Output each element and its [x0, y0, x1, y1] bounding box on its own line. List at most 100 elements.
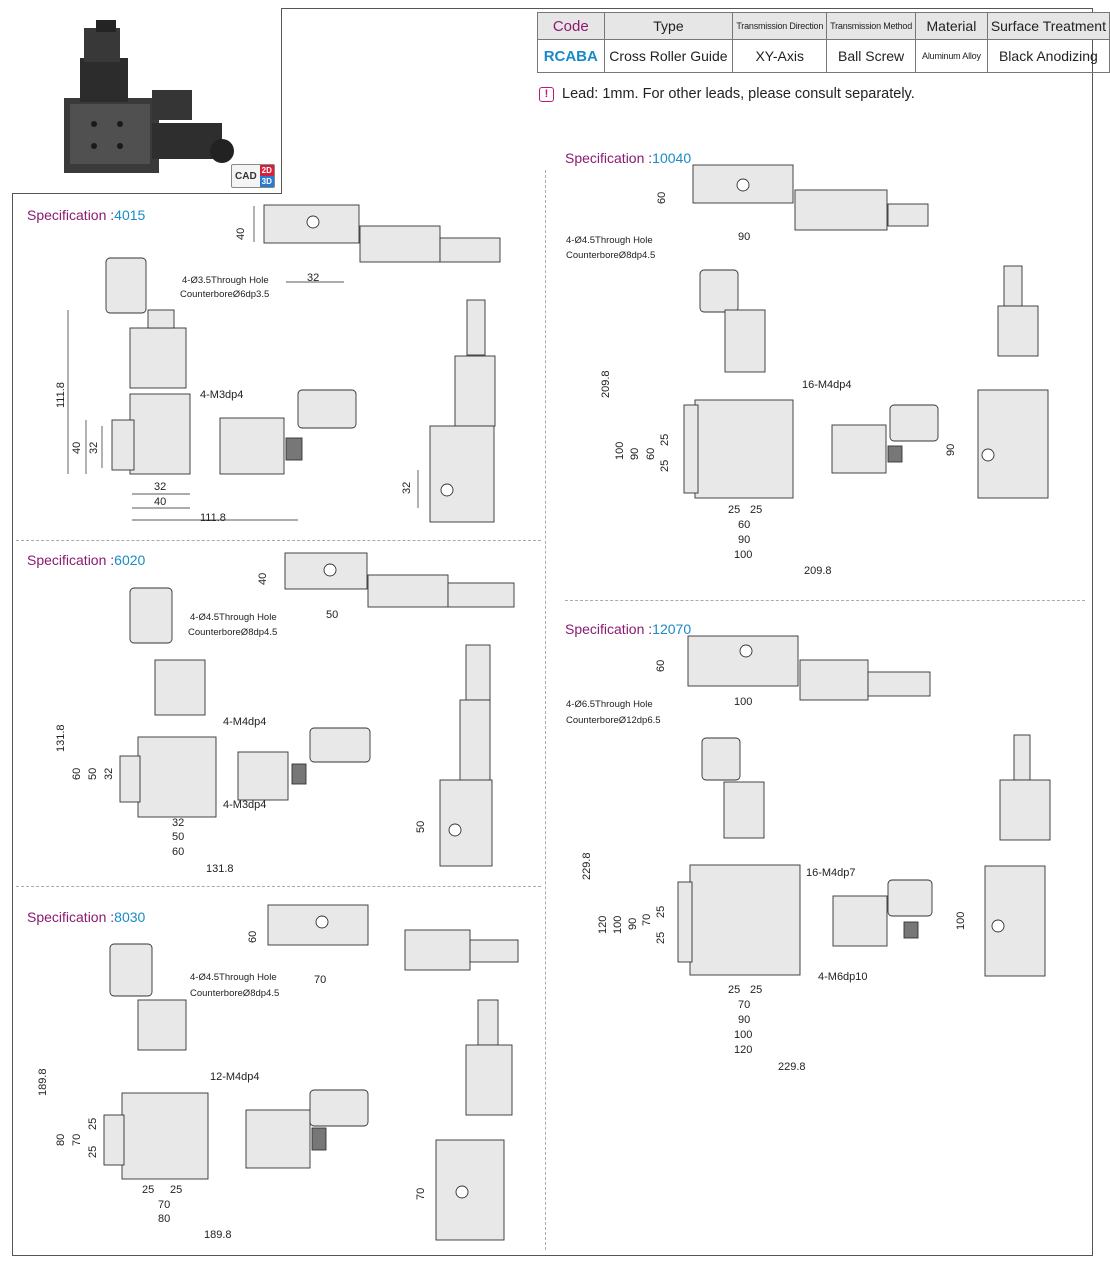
- svg-text:40: 40: [154, 496, 166, 508]
- divider-right-1: [565, 600, 1085, 601]
- drawing-4015: [105, 204, 501, 523]
- text-8030: 60 4-Ø4.5Through Hole CounterboreØ8dp4.5…: [37, 931, 427, 1241]
- svg-text:209.8: 209.8: [804, 565, 832, 577]
- lead-note-text: Lead: 1mm. For other leads, please consu…: [562, 86, 915, 102]
- svg-text:80: 80: [158, 1213, 170, 1225]
- svg-text:70: 70: [314, 974, 326, 986]
- lead-note: ! Lead: 1mm. For other leads, please con…: [539, 86, 915, 102]
- svg-text:189.8: 189.8: [204, 1229, 232, 1241]
- svg-text:50: 50: [172, 831, 184, 843]
- svg-text:100: 100: [612, 916, 624, 934]
- 4015-side-body: [429, 425, 495, 523]
- spec-label-8030: Specification :8030: [27, 909, 146, 925]
- svg-text:60: 60: [655, 660, 667, 672]
- 4015-motor: [219, 417, 285, 475]
- svg-text:40: 40: [257, 573, 269, 585]
- svg-text:100: 100: [614, 442, 626, 460]
- header-code: Code: [537, 12, 605, 40]
- svg-text:40: 40: [235, 228, 247, 240]
- svg-text:4-M4dp4: 4-M4dp4: [223, 716, 266, 728]
- 6020-side-body: [439, 779, 493, 867]
- value-code: RCABA: [537, 39, 605, 73]
- svg-text:70: 70: [641, 914, 653, 926]
- 8030-side-body: [435, 1139, 505, 1241]
- svg-text:16-M4dp4: 16-M4dp4: [802, 379, 852, 391]
- svg-text:60: 60: [172, 846, 184, 858]
- 4015-encoder-top: [105, 257, 147, 314]
- svg-text:4-Ø4.5Through Hole: 4-Ø4.5Through Hole: [190, 972, 277, 983]
- text-12070: 60 4-Ø6.5Through Hole CounterboreØ12dp6.…: [566, 660, 967, 1073]
- svg-text:32: 32: [172, 817, 184, 829]
- svg-text:4-M6dp10: 4-M6dp10: [818, 971, 868, 983]
- value-method: Ball Screw: [826, 39, 917, 73]
- svg-text:90: 90: [738, 1014, 750, 1026]
- svg-text:90: 90: [627, 918, 639, 930]
- svg-text:25: 25: [659, 434, 671, 446]
- svg-text:32: 32: [103, 768, 115, 780]
- value-type: Cross Roller Guide: [603, 39, 734, 73]
- svg-text:32: 32: [88, 442, 100, 454]
- spec-table: Code Type Transmission Direction Transmi…: [537, 12, 1110, 73]
- text-10040: 60 4-Ø4.5Through Hole CounterboreØ8dp4.5…: [566, 192, 957, 577]
- svg-text:131.8: 131.8: [55, 724, 67, 752]
- divider-left-2: [16, 886, 541, 887]
- spec-label-10040: Specification :10040: [565, 150, 692, 166]
- svg-text:25: 25: [655, 932, 667, 944]
- svg-text:16-M4dp7: 16-M4dp7: [806, 867, 856, 879]
- svg-text:100: 100: [734, 549, 752, 561]
- product-photo: [12, 8, 282, 194]
- svg-text:60: 60: [247, 931, 259, 943]
- svg-text:4-Ø6.5Through Hole: 4-Ø6.5Through Hole: [566, 699, 653, 710]
- alert-icon: !: [539, 86, 554, 102]
- svg-text:60: 60: [656, 192, 668, 204]
- cad-label: CAD: [235, 170, 257, 182]
- svg-text:111.8: 111.8: [55, 382, 67, 408]
- svg-text:90: 90: [738, 231, 750, 243]
- svg-text:90: 90: [629, 448, 641, 460]
- svg-text:4-Ø4.5Through Hole: 4-Ø4.5Through Hole: [190, 612, 277, 623]
- svg-text:131.8: 131.8: [206, 863, 234, 875]
- cad-badge[interactable]: CAD 2D 3D: [231, 164, 275, 188]
- svg-text:90: 90: [945, 444, 957, 456]
- 8030-table: [121, 1092, 209, 1180]
- spec-label-6020: Specification :6020: [27, 552, 146, 568]
- svg-text:CounterboreØ6dp3.5: CounterboreØ6dp3.5: [180, 289, 269, 300]
- drawing-6020: [119, 552, 515, 867]
- 4015-table: [129, 393, 191, 475]
- cad-2d-badge[interactable]: 2D: [259, 165, 274, 176]
- text-6020: 40 4-Ø4.5Through Hole CounterboreØ8dp4.5…: [55, 573, 427, 875]
- svg-text:60: 60: [71, 768, 83, 780]
- svg-text:80: 80: [55, 1134, 67, 1146]
- header-type: Type: [603, 12, 734, 40]
- svg-text:100: 100: [955, 912, 967, 930]
- divider-left-1: [16, 540, 541, 541]
- value-direction: XY-Axis: [732, 39, 828, 73]
- svg-text:120: 120: [734, 1044, 752, 1056]
- drawing-10040: [683, 164, 1049, 499]
- svg-text:50: 50: [87, 768, 99, 780]
- column-divider: [545, 170, 546, 1250]
- header-material: Material: [915, 12, 988, 40]
- svg-text:120: 120: [597, 916, 609, 934]
- svg-text:60: 60: [645, 448, 657, 460]
- page-frame: [12, 8, 1093, 1256]
- svg-text:25: 25: [170, 1184, 182, 1196]
- svg-text:25: 25: [87, 1118, 99, 1130]
- cad-3d-badge[interactable]: 3D: [259, 176, 274, 187]
- svg-text:4-Ø4.5Through Hole: 4-Ø4.5Through Hole: [566, 235, 653, 246]
- svg-text:4-Ø3.5Through Hole: 4-Ø3.5Through Hole: [182, 275, 269, 286]
- 4015-side-motor: [359, 225, 441, 263]
- svg-text:70: 70: [738, 999, 750, 1011]
- svg-text:229.8: 229.8: [581, 852, 593, 880]
- svg-text:CounterboreØ8dp4.5: CounterboreØ8dp4.5: [190, 988, 279, 999]
- svg-text:25: 25: [750, 984, 762, 996]
- svg-text:50: 50: [326, 609, 338, 621]
- svg-text:25: 25: [750, 504, 762, 516]
- svg-text:40: 40: [71, 442, 83, 454]
- svg-text:25: 25: [655, 906, 667, 918]
- svg-text:32: 32: [401, 482, 413, 494]
- svg-text:12-M4dp4: 12-M4dp4: [210, 1071, 260, 1083]
- svg-text:4-M3dp4: 4-M3dp4: [223, 799, 266, 811]
- header-surface: Surface Treatment: [986, 12, 1110, 40]
